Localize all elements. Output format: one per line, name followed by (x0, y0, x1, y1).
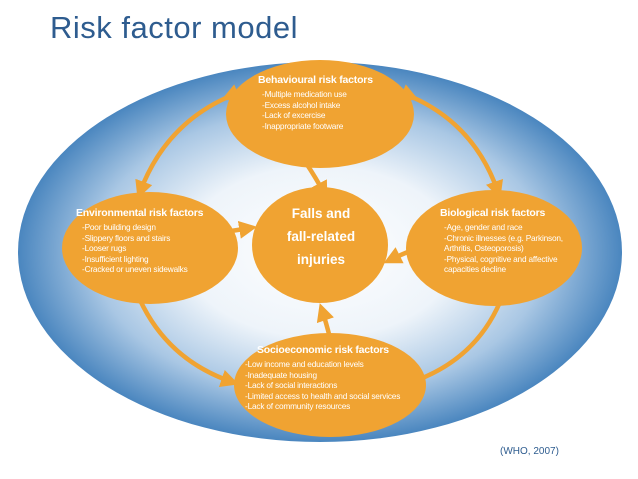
node-environmental-shape (62, 192, 238, 304)
citation: (WHO, 2007) (500, 446, 559, 457)
node-environmental: Environmental risk factors -Poor buildin… (76, 207, 203, 275)
slide-title: Risk factor model (50, 10, 298, 45)
list-item: -Age, gender and race (444, 222, 523, 232)
list-item: -Inadequate housing (245, 369, 317, 380)
list-item: -Multiple medication use (262, 89, 347, 99)
node-biological: Biological risk factors -Age, gender and… (440, 207, 563, 275)
list-item: -Slippery floors and stairs (82, 232, 171, 243)
node-behavioural: Behavioural risk factors -Multiple medic… (258, 74, 373, 131)
node-socioeconomic-shape (234, 333, 426, 437)
list-item: -Lack of excercise (262, 110, 326, 121)
center-line: Falls and (291, 206, 351, 221)
node-behavioural-shape (226, 60, 414, 168)
node-behavioural-title: Behavioural risk factors (258, 74, 373, 86)
arrow-behavioural-biological (398, 84, 504, 199)
node-center-shape (252, 187, 388, 303)
list-item: -Low income and education levels (245, 359, 364, 369)
node-biological-shape (406, 190, 582, 306)
list-item: -Lack of community resources (245, 401, 351, 412)
node-socioeconomic: Socioeconomic risk factors -Low income a… (245, 344, 400, 412)
list-item: -Lack of social interactions (245, 380, 338, 391)
arrow-biological-socioeconomic (405, 288, 513, 387)
center-line: fall-related (286, 229, 356, 244)
list-item: capacities decline (444, 264, 506, 275)
list-item: -Looser rugs (82, 243, 127, 254)
center-line: injuries (296, 252, 345, 267)
center-falls-injuries: Falls and fall-related injuries (258, 202, 384, 271)
node-biological-title: Biological risk factors (440, 207, 546, 219)
list-item: -Chronic illnesses (e.g. Parkinson, (444, 232, 563, 243)
list-item: -Limited access to health and social ser… (245, 390, 401, 401)
list-item: -Cracked or uneven sidewalks (82, 264, 188, 275)
list-item: -Excess alcohol intake (262, 99, 341, 110)
list-item: -Physical, cognitive and affective (444, 253, 558, 264)
node-socioeconomic-title: Socioeconomic risk factors (257, 344, 389, 356)
list-item: -Poor building design (82, 222, 156, 232)
list-item: -Insufficient lighting (82, 253, 149, 264)
arrow-environmental-socioeconomic (127, 286, 239, 387)
list-item: Arthritis, Osteoporosis) (444, 243, 524, 254)
arrow-behavioural-environmental (135, 84, 242, 199)
list-item: -Inappropriate footware (262, 120, 344, 131)
node-environmental-title: Environmental risk factors (76, 207, 204, 219)
